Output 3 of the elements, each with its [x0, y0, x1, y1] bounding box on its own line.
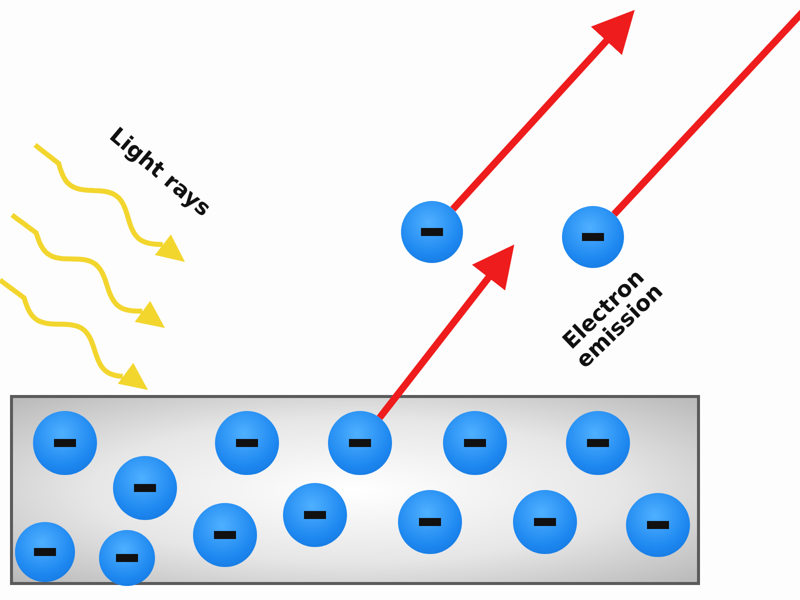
arrow	[450, 10, 635, 212]
metal-plate	[10, 395, 700, 585]
arrow	[376, 244, 514, 420]
